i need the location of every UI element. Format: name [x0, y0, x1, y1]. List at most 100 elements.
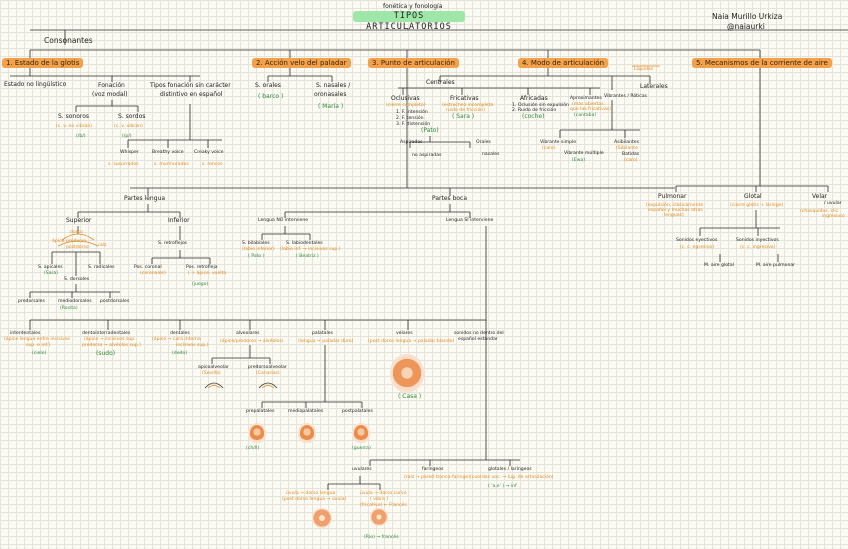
apice-label: ápice	[52, 239, 65, 244]
palatales-note: (lengua → paladar duro)	[298, 339, 354, 344]
uvulares-note-2: (post dorso lengua → úvula)	[282, 497, 347, 502]
breathy-note: s. murmurados	[154, 162, 189, 167]
author-name: Naia Murillo Urkiza	[712, 12, 783, 21]
breathy-label: Breathy voice	[152, 150, 184, 155]
postpalatales-example: (guerra)	[352, 446, 371, 451]
predorsales-label: predorsales	[18, 299, 45, 304]
fonacion-note: (voz modal)	[92, 91, 128, 98]
interdentales-note: (ápice lengua entre incisivos	[4, 337, 70, 342]
sonoros-label: S. sonoros	[58, 113, 90, 120]
section-modo: 4. Modo de articulación	[518, 58, 609, 68]
nasales-example: ( María )	[318, 103, 344, 110]
velar-mouth-illustration	[390, 354, 424, 392]
eyectivos-note: (c. c. egresivo)	[680, 245, 715, 250]
postpalatal-mouth-illustration	[352, 423, 370, 443]
oclusivas-phase-1: 1. F. intensión	[396, 110, 428, 115]
predorsoalveolar-label: predorsoalveolar	[248, 365, 287, 370]
author-handle: @naiaurki	[727, 22, 765, 31]
faringeos-note: (raíz → pared tronco-faringe)	[404, 475, 471, 480]
africadas-example: (coche)	[522, 113, 545, 120]
lengua-si-interviene-label: Lengua SÍ interviene	[446, 218, 494, 223]
fricativas-label: Fricativas	[450, 95, 479, 102]
dorsales-example: (Rosita)	[60, 306, 78, 311]
whisper-label: Whisper	[120, 150, 139, 155]
orales-label: S. orales	[255, 82, 281, 89]
uvulares-note: úvula → dorso lengua	[286, 491, 336, 496]
aproximantes-note-2: que las fricativas)	[570, 107, 611, 112]
creaky-label: Creaky voice	[194, 150, 224, 155]
pos-retrofleja-example: (juego)	[192, 282, 209, 287]
batidas-example: (caro)	[624, 158, 638, 163]
postpalatales-label: postpalatales	[342, 409, 373, 414]
page-title: TIPOS ARTICULATORIOS	[353, 11, 465, 32]
vibrante-multiple-example: (Ewa)	[572, 158, 586, 163]
alveolares-note: (ápice/predorso → alvéolos)	[220, 339, 284, 344]
vibrante-simple-example: (caro)	[542, 146, 556, 151]
orales-modo-label: Orales	[476, 140, 491, 145]
non-linguistic-label: Estado no lingüístico	[4, 81, 67, 88]
no-dentro-label: sonidos no dentro del	[454, 331, 504, 336]
retroflejos-label: S. retroflejos	[158, 241, 188, 246]
section-mecanismos: 5. Mecanismos de la corriente de aire	[692, 58, 832, 68]
faringeos-label: faríngeos	[422, 467, 444, 472]
tipos-fonacion-label-2: distintivo en español	[160, 91, 223, 98]
glotal-label: Glotal	[744, 193, 762, 200]
section-velo: 2. Acción velo del paladar	[252, 58, 351, 68]
interdentales-example: (cielo)	[32, 351, 47, 356]
sonoros-note: (c. v. no vibran)	[56, 124, 93, 129]
centrales-label: Centrales	[426, 79, 455, 86]
sordos-label: S. sordos	[118, 113, 146, 120]
asibilantes-label: Asibilantes	[614, 140, 640, 145]
batidas-label: Batidas	[622, 152, 640, 157]
oclusivas-phase-3: 3. F. distensión	[396, 122, 431, 127]
pos-coronal-label: Pos. coronal	[134, 265, 162, 270]
uvulares-example: (Rio) → francés	[364, 535, 399, 540]
inyectivos-label: Sonidos inyectivos	[736, 238, 779, 243]
partes-boca-label: Partes boca	[432, 195, 468, 202]
bilabiales-example: ( Pato )	[248, 254, 265, 259]
mediopalatales-label: mediopalatales	[288, 409, 324, 414]
section-glotis: 1. Estado de la glotis	[2, 58, 84, 68]
africadas-phase-1: 1. Oclusión sin expulsión	[512, 103, 570, 108]
partes-lengua-label: Partes lengua	[124, 195, 166, 202]
whisper-note: s. susurrados	[108, 162, 139, 167]
dentales-label: dentales	[170, 331, 190, 336]
raiz-label: raíz	[98, 243, 107, 248]
liquidas-label: Líquidas	[634, 67, 654, 72]
no-dentro-label-2: español estándar	[458, 337, 498, 342]
apicoalveolar-label: apicoalveolar	[198, 365, 229, 370]
apicales-example: (Sara)	[44, 271, 59, 276]
pulmonar-label: Pulmonar	[658, 193, 687, 200]
dorsales-label: S. dorsales	[64, 277, 90, 282]
pulmonar-note-2: español y muchas otras	[648, 208, 703, 213]
superior-label: Superior	[66, 217, 92, 224]
oclusivas-example: (Pato)	[421, 127, 439, 134]
pulmonar-note-3: lenguas)	[664, 213, 684, 218]
velar-mec-note-2: ingresivo)	[822, 214, 845, 219]
nasales-label: S. nasales /	[316, 82, 351, 89]
vibrante-simple-label: Vibrante simple	[540, 140, 577, 145]
eyectivos-label: Sonidos eyectivos	[676, 238, 718, 243]
dentointerradentales-label: dentointerradentales	[82, 331, 131, 336]
bilabiales-note: (labio inferior)	[242, 247, 275, 252]
radicales-label: S. radicales	[88, 265, 115, 270]
velares-label: velares	[396, 331, 413, 336]
apicoalveolar-tongue-icon	[204, 382, 224, 389]
no-aspiradas-label: no aspiradas	[412, 153, 442, 158]
apicales-label: S. apicales	[38, 265, 63, 270]
dentointerradentales-example: (sudo)	[96, 350, 116, 357]
glotales-note: (cuerdas voc. → lug. de articulación)	[470, 475, 554, 480]
pos-coronal-example: (coronales)	[140, 271, 166, 276]
inyectivos-note: (c. c. ingresivo)	[740, 245, 776, 250]
uvular-mouth-illustration	[312, 508, 332, 528]
uvular-vibrant-mouth-illustration	[370, 508, 388, 526]
uvulares-note-3: úvula → dorso curvo	[360, 491, 407, 496]
uvulares-note-5: (fricativo) ← Francés	[360, 503, 407, 508]
uvulares-label: uvulares	[352, 467, 372, 472]
asibilantes-note: (Sibilante	[616, 146, 638, 151]
sordos-note: (c. v. vibran)	[114, 124, 143, 129]
labiodentales-note: (labio inf. → incisivos sup.)	[280, 247, 341, 252]
interdentales-note-2: sup. e inf.)	[26, 343, 51, 348]
predorso-label: predorso	[66, 239, 87, 244]
